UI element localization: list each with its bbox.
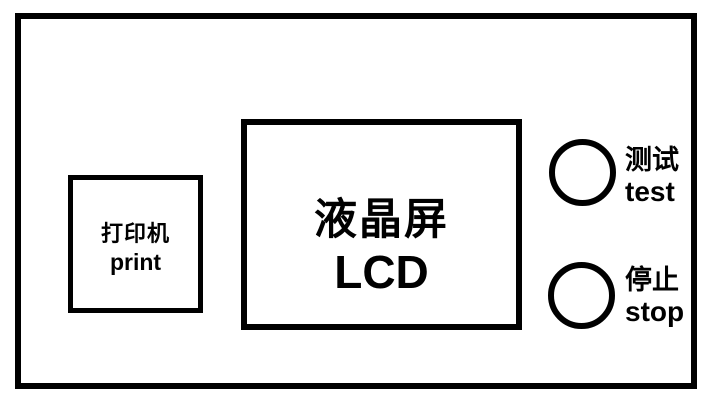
stop-label-zh: 停止 (625, 265, 679, 295)
panel-outline: 打印机 print 液晶屏 LCD 测试 test 停止 stop (15, 13, 697, 389)
stop-label-en: stop (625, 296, 685, 327)
test-label-en: test (625, 176, 675, 207)
lcd-box: 液晶屏 LCD (241, 119, 522, 330)
test-button[interactable] (549, 139, 616, 206)
stop-button[interactable] (548, 262, 615, 329)
stop-button-label: 停止 stop (625, 265, 684, 327)
printer-box: 打印机 print (68, 175, 203, 313)
lcd-label-zh: 液晶屏 (314, 195, 449, 244)
test-label-zh: 测试 (625, 145, 679, 175)
printer-label-zh: 打印机 (100, 221, 170, 246)
lcd-label-en: LCD (334, 245, 429, 298)
test-button-label: 测试 test (625, 145, 679, 207)
printer-label-en: print (109, 249, 162, 275)
